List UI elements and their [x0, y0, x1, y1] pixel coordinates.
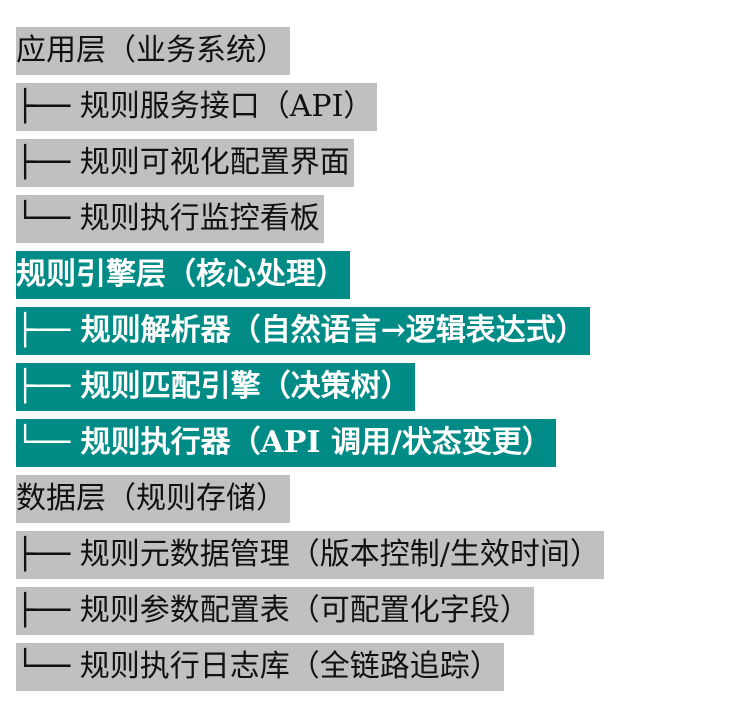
layer-item-row: └── 规则执行监控看板 — [16, 195, 736, 243]
layer-application: 应用层（业务系统） ├── 规则服务接口（API） ├── 规则可视化配置界面 … — [16, 27, 736, 243]
layer-item: ├── 规则匹配引擎（决策树） — [16, 363, 415, 411]
layer-item-row: ├── 规则匹配引擎（决策树） — [16, 363, 736, 411]
layer-title-row: 应用层（业务系统） — [16, 27, 736, 75]
layer-item-row: └── 规则执行日志库（全链路追踪） — [16, 643, 736, 691]
layer-item-row: └── 规则执行器（API 调用/状态变更） — [16, 419, 736, 467]
layer-item: ├── 规则解析器（自然语言→逻辑表达式） — [16, 307, 590, 355]
layer-item: ├── 规则参数配置表（可配置化字段） — [16, 587, 534, 635]
layer-item: ├── 规则服务接口（API） — [16, 83, 378, 131]
layer-item: ├── 规则可视化配置界面 — [16, 139, 354, 187]
layer-item: └── 规则执行器（API 调用/状态变更） — [16, 419, 556, 467]
layer-title: 规则引擎层（核心处理） — [16, 251, 350, 299]
layer-item: └── 规则执行监控看板 — [16, 195, 324, 243]
layer-rule-engine: 规则引擎层（核心处理） ├── 规则解析器（自然语言→逻辑表达式） ├── 规则… — [16, 251, 736, 467]
layer-item-row: ├── 规则元数据管理（版本控制/生效时间） — [16, 531, 736, 579]
layer-item-row: ├── 规则可视化配置界面 — [16, 139, 736, 187]
layer-title: 数据层（规则存储） — [16, 475, 290, 523]
layer-item-row: ├── 规则参数配置表（可配置化字段） — [16, 587, 736, 635]
layer-data: 数据层（规则存储） ├── 规则元数据管理（版本控制/生效时间） ├── 规则参… — [16, 475, 736, 691]
layer-title-row: 数据层（规则存储） — [16, 475, 736, 523]
layer-item: ├── 规则元数据管理（版本控制/生效时间） — [16, 531, 604, 579]
layer-item: └── 规则执行日志库（全链路追踪） — [16, 643, 504, 691]
layer-title: 应用层（业务系统） — [16, 27, 290, 75]
layer-title-row: 规则引擎层（核心处理） — [16, 251, 736, 299]
architecture-layers: 应用层（业务系统） ├── 规则服务接口（API） ├── 规则可视化配置界面 … — [16, 27, 736, 699]
layer-item-row: ├── 规则解析器（自然语言→逻辑表达式） — [16, 307, 736, 355]
layer-item-row: ├── 规则服务接口（API） — [16, 83, 736, 131]
